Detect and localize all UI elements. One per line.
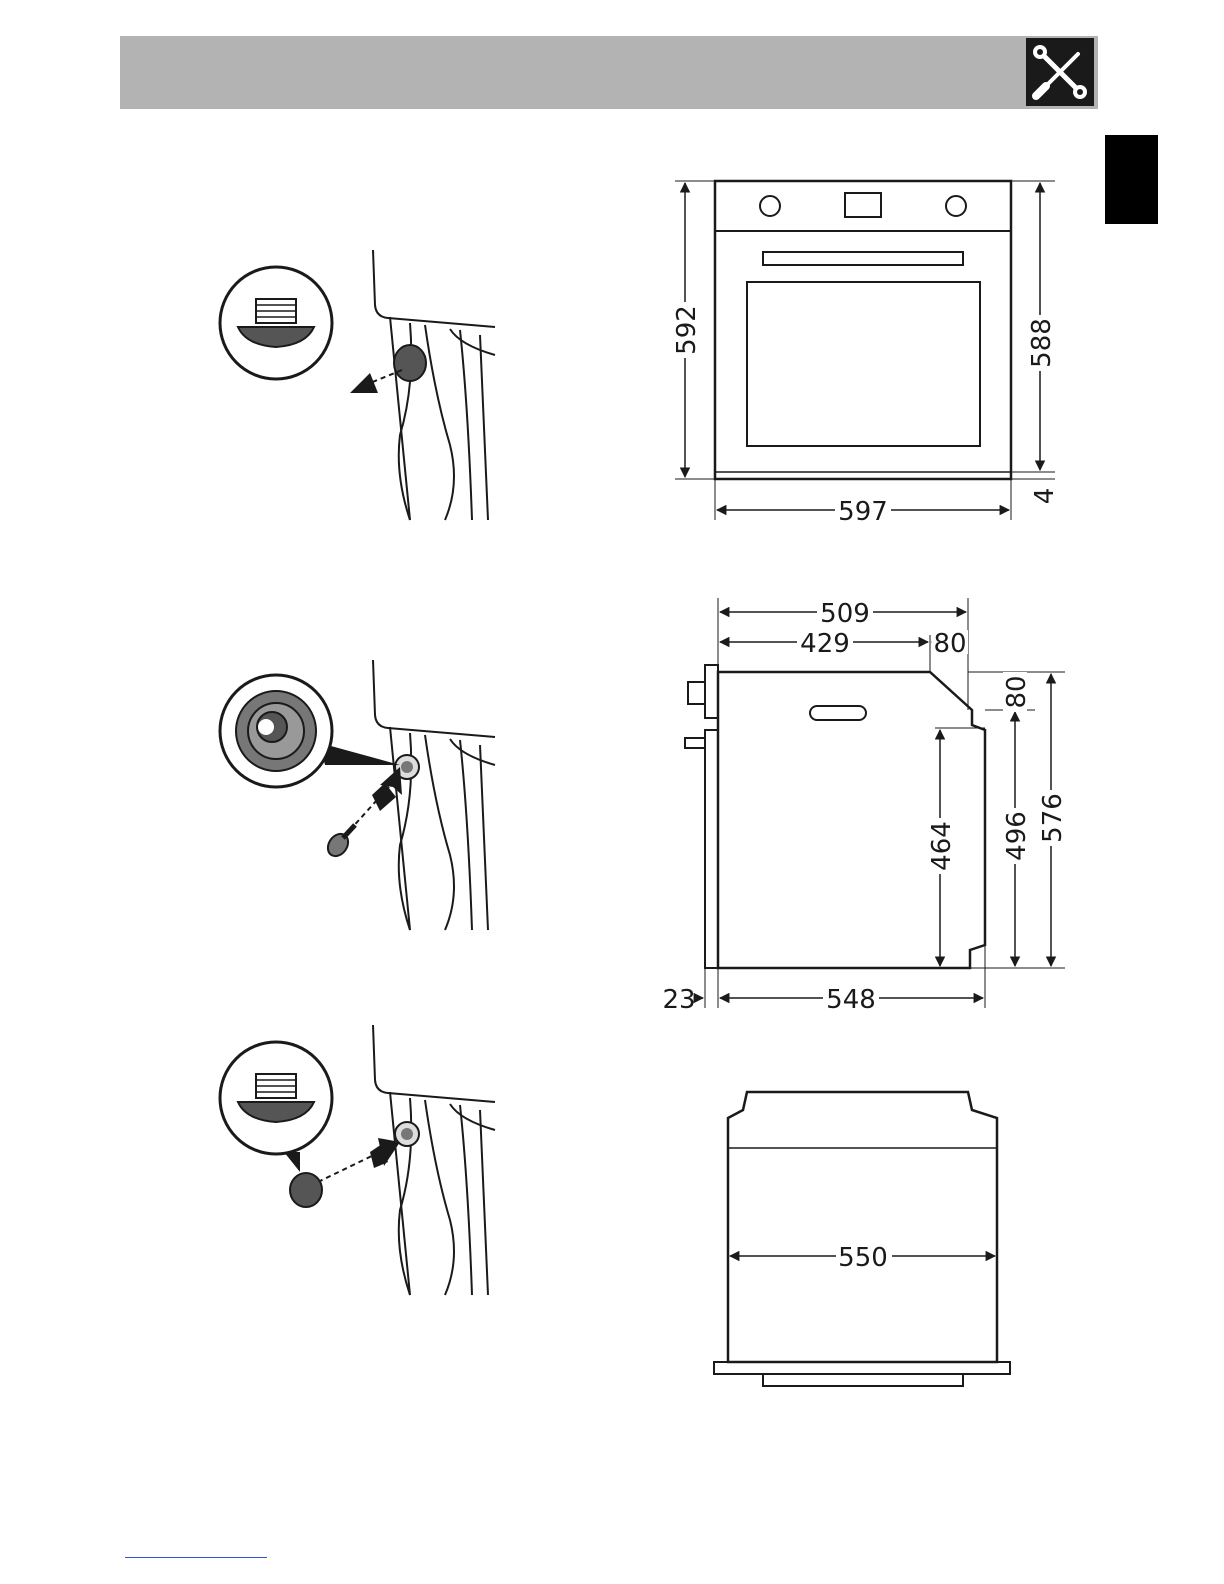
top-view-drawing: 550 <box>700 1080 1040 1410</box>
door-handle <box>763 252 963 265</box>
door-window <box>747 282 980 446</box>
step-refit-cap-figure <box>210 1020 510 1300</box>
dim-front-bottom-gap: 4 <box>1030 488 1060 505</box>
dim-side-total-height: 576 <box>1038 793 1068 843</box>
knob-left <box>760 196 780 216</box>
dim-side-door-offset: 23 <box>662 985 695 1015</box>
dim-front-height-left: 592 <box>672 305 702 355</box>
language-tab <box>1105 135 1158 224</box>
footer-rule <box>125 1557 267 1558</box>
dim-side-inner-height: 464 <box>927 821 957 871</box>
header-band <box>120 36 1098 109</box>
dim-front-width: 597 <box>838 497 888 527</box>
display-panel <box>845 193 881 217</box>
dim-side-full-depth: 548 <box>826 985 876 1015</box>
dim-side-depth-step: 80 <box>933 629 966 659</box>
dim-side-depth-body: 429 <box>800 629 850 659</box>
dim-top-width: 550 <box>838 1243 888 1273</box>
front-view-drawing: 592 588 4 597 <box>660 170 1060 530</box>
side-handle-slot <box>810 706 866 720</box>
screwdriver-wrench-icon <box>1026 38 1094 106</box>
knob-right <box>946 196 966 216</box>
dim-side-step-height: 80 <box>1002 675 1032 708</box>
dim-side-depth-total: 509 <box>820 599 870 629</box>
dim-side-body-height: 496 <box>1002 811 1032 861</box>
step-insert-screw-figure <box>210 655 510 935</box>
step-remove-cap-figure <box>210 245 510 525</box>
knob-side <box>688 682 705 704</box>
side-view-drawing: 509 429 80 80 464 496 576 23 548 <box>655 590 1075 1020</box>
dim-front-height-right: 588 <box>1027 318 1057 368</box>
